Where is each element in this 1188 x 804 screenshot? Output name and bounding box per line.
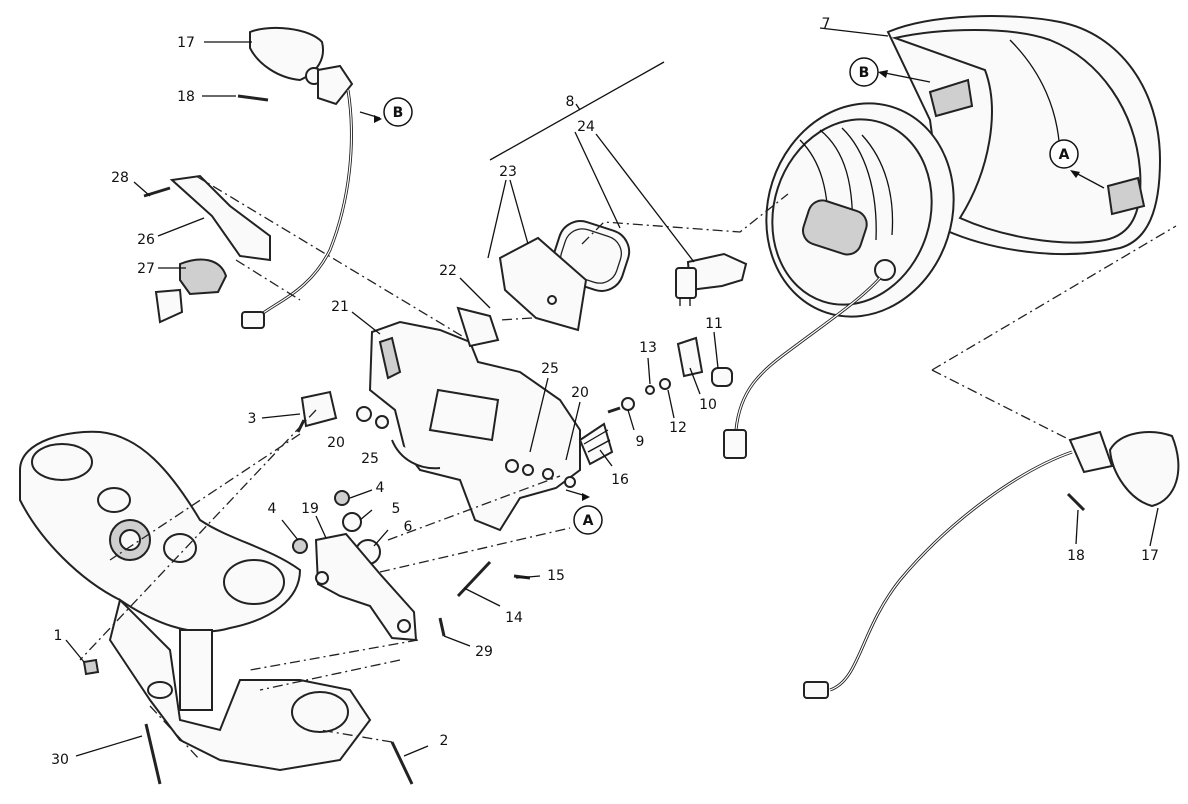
part-label-24: 24: [577, 119, 595, 135]
part-label-4: 4: [268, 501, 277, 517]
callout-a-label: A: [1059, 147, 1070, 163]
triple-clamp: [19, 430, 372, 772]
part-label-28: 28: [111, 170, 129, 186]
part-label-25: 25: [541, 361, 559, 377]
part-label-17: 17: [1141, 548, 1159, 564]
gasket-and-cover: [498, 220, 631, 332]
part-label-1: 1: [54, 628, 63, 644]
part-label-25: 25: [361, 451, 379, 467]
part-label-14: 14: [505, 610, 523, 626]
part-label-15: 15: [547, 568, 565, 584]
headlight-shell: [886, 15, 1162, 256]
part-label-12: 12: [669, 420, 687, 436]
group-bracket-8: [489, 61, 665, 161]
part-label-6: 6: [404, 519, 413, 535]
right-turn-signal: [803, 430, 1180, 699]
headlight-bulb: [675, 252, 748, 306]
callout-b-left: B: [359, 97, 413, 127]
part-label-21: 21: [331, 299, 349, 315]
part-label-29: 29: [475, 644, 493, 660]
part-label-8: 8: [566, 94, 575, 110]
callout-a-right: A: [1049, 139, 1105, 189]
callout-b-right: B: [849, 57, 931, 87]
callout-b-label: B: [859, 65, 870, 81]
part-label-17: 17: [177, 35, 195, 51]
part-label-26: 26: [137, 232, 155, 248]
headlight-bracket: [368, 306, 581, 532]
clamp-bolts: [82, 658, 414, 785]
part-label-4: 4: [376, 480, 385, 496]
part-label-2: 2: [440, 733, 449, 749]
part-label-18: 18: [177, 89, 195, 105]
part-label-20: 20: [327, 435, 345, 451]
part-label-23: 23: [499, 164, 517, 180]
part-label-11: 11: [705, 316, 723, 332]
callout-a-mid: A: [565, 489, 603, 535]
part-label-13: 13: [639, 340, 657, 356]
part-label-19: 19: [301, 501, 319, 517]
assembly-lines: [79, 175, 1177, 761]
mount-plate: [314, 532, 418, 642]
left-turn-signal: [237, 26, 354, 329]
part-label-3: 3: [248, 411, 257, 427]
part-label-10: 10: [699, 397, 717, 413]
part-label-16: 16: [611, 472, 629, 488]
part-label-5: 5: [392, 501, 401, 517]
headlight-unit: [723, 102, 955, 459]
callout-a-label: A: [583, 513, 594, 529]
small-fasteners: [292, 336, 733, 637]
part-label-22: 22: [439, 263, 457, 279]
part-label-18: 18: [1067, 548, 1085, 564]
part-labels: 17 18 28 26 27 8 24 23 22 21 3 20 25 25 …: [51, 16, 1159, 768]
leader-lines: [65, 27, 1159, 757]
part-label-27: 27: [137, 261, 155, 277]
part-label-30: 30: [51, 752, 69, 768]
license-bracket: [143, 174, 271, 324]
part-label-9: 9: [636, 434, 645, 450]
part-label-7: 7: [822, 16, 831, 32]
part-label-20: 20: [571, 385, 589, 401]
callout-b-label: B: [393, 105, 404, 121]
